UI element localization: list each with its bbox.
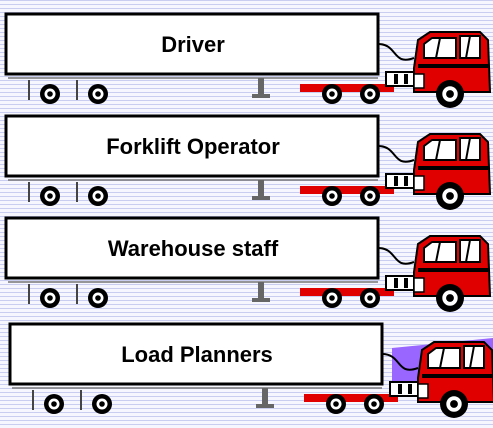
wheel-icon [360, 186, 380, 206]
wheel-icon [326, 394, 346, 414]
truck-warehouse-staff: Warehouse staff [0, 212, 493, 322]
wheel-icon [92, 394, 112, 414]
wheel-icon [436, 80, 464, 108]
wheel-icon [360, 84, 380, 104]
semi-truck-icon [4, 216, 492, 312]
wheel-icon [440, 390, 468, 418]
truck-cab-icon [417, 341, 493, 403]
semi-truck-icon [4, 12, 492, 108]
wheel-icon [88, 186, 108, 206]
wheel-icon [364, 394, 384, 414]
wheel-icon [436, 182, 464, 210]
wheel-icon [360, 288, 380, 308]
truck-cab-icon [413, 133, 492, 195]
wheel-icon [322, 84, 342, 104]
wheel-icon [88, 84, 108, 104]
truck-cab-icon [413, 31, 492, 93]
wheel-icon [40, 84, 60, 104]
wheel-icon [40, 186, 60, 206]
wheel-icon [322, 186, 342, 206]
wheel-icon [322, 288, 342, 308]
wheel-icon [436, 284, 464, 312]
truck-cab-icon [413, 235, 492, 297]
truck-load-planners: Load Planners [0, 318, 493, 428]
semi-truck-icon [4, 114, 492, 210]
truck-forklift-operator: Forklift Operator [0, 110, 493, 220]
wheel-icon [40, 288, 60, 308]
semi-truck-icon [8, 322, 493, 418]
truck-driver: Driver [0, 8, 493, 118]
wheel-icon [44, 394, 64, 414]
wheel-icon [88, 288, 108, 308]
